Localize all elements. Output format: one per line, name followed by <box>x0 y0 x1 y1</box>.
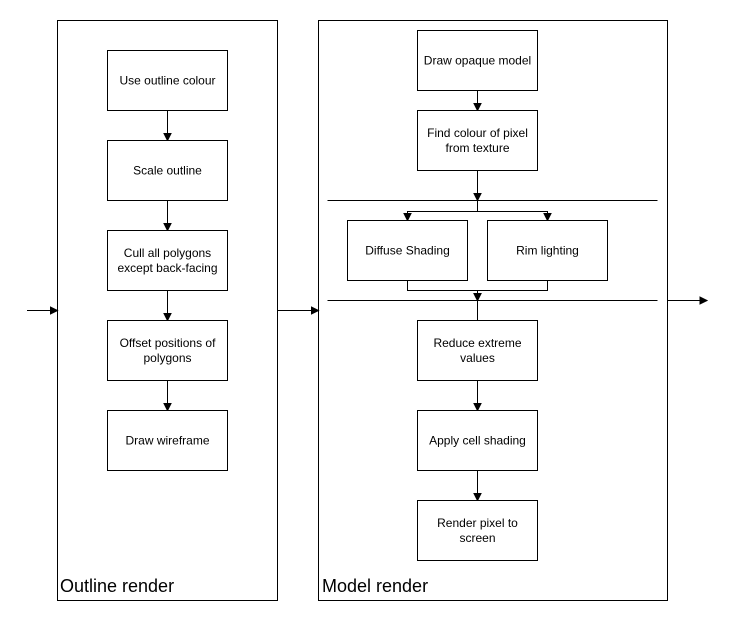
step-box <box>417 500 538 561</box>
arrow-find-colour-to-parallel-split <box>473 170 482 202</box>
step-label: Diffuse Shading <box>365 244 450 258</box>
step-draw-opaque-model: Draw opaque model <box>417 30 538 91</box>
step-label: Draw opaque model <box>424 54 531 68</box>
step-label: Offset positions of <box>120 336 216 350</box>
step-box <box>347 220 468 281</box>
arrow-diffuse-shading-to-parallel-join <box>407 280 482 302</box>
step-box <box>107 320 228 381</box>
step-label: Scale outline <box>133 164 202 178</box>
step-box <box>107 230 228 291</box>
arrow-model-to-output <box>667 296 709 305</box>
step-use-outline-colour: Use outline colour <box>107 50 228 111</box>
step-box <box>487 220 608 281</box>
step-apply-cell-shading: Apply cell shading <box>417 410 538 471</box>
step-label: values <box>460 351 495 365</box>
step-box <box>417 30 538 91</box>
step-diffuse-shading: Diffuse Shading <box>347 220 468 281</box>
group-label-model: Model render <box>322 576 428 596</box>
step-label: Draw wireframe <box>125 434 209 448</box>
step-label: Find colour of pixel <box>427 126 528 140</box>
arrow-use-outline-colour-to-scale-outline <box>163 110 172 142</box>
step-label: from texture <box>445 141 509 155</box>
step-label: polygons <box>143 351 191 365</box>
step-label: Use outline colour <box>119 74 215 88</box>
step-box <box>417 410 538 471</box>
arrow-offset-positions-to-draw-wireframe <box>163 380 172 412</box>
step-label: Rim lighting <box>516 244 579 258</box>
step-box <box>107 50 228 111</box>
step-label: except back-facing <box>117 261 217 275</box>
arrow-outline-to-model <box>277 306 320 315</box>
step-label: Render pixel to <box>437 516 518 530</box>
step-box <box>107 410 228 471</box>
arrow-rim-lighting-to-parallel-join <box>473 280 548 302</box>
arrow-scale-outline-to-cull-polygons <box>163 200 172 232</box>
arrow-draw-opaque-model-to-find-colour <box>473 90 482 112</box>
step-scale-outline: Scale outline <box>107 140 228 201</box>
step-box <box>417 320 538 381</box>
step-label: screen <box>459 531 495 545</box>
arrow-parallel-split-to-diffuse-shading <box>403 200 478 222</box>
arrow-input-to-outline <box>27 306 59 315</box>
arrow-cull-polygons-to-offset-positions <box>163 290 172 322</box>
step-box <box>107 140 228 201</box>
arrow-apply-cell-shading-to-render-pixel <box>473 470 482 502</box>
arrow-reduce-extreme-to-apply-cell-shading <box>473 380 482 412</box>
step-label: Apply cell shading <box>429 434 526 448</box>
step-draw-wireframe: Draw wireframe <box>107 410 228 471</box>
step-label: Reduce extreme <box>433 336 521 350</box>
arrow-parallel-split-to-rim-lighting <box>477 200 552 222</box>
step-label: Cull all polygons <box>124 246 211 260</box>
group-label-outline: Outline render <box>60 576 174 596</box>
step-box <box>417 110 538 171</box>
step-rim-lighting: Rim lighting <box>487 220 608 281</box>
